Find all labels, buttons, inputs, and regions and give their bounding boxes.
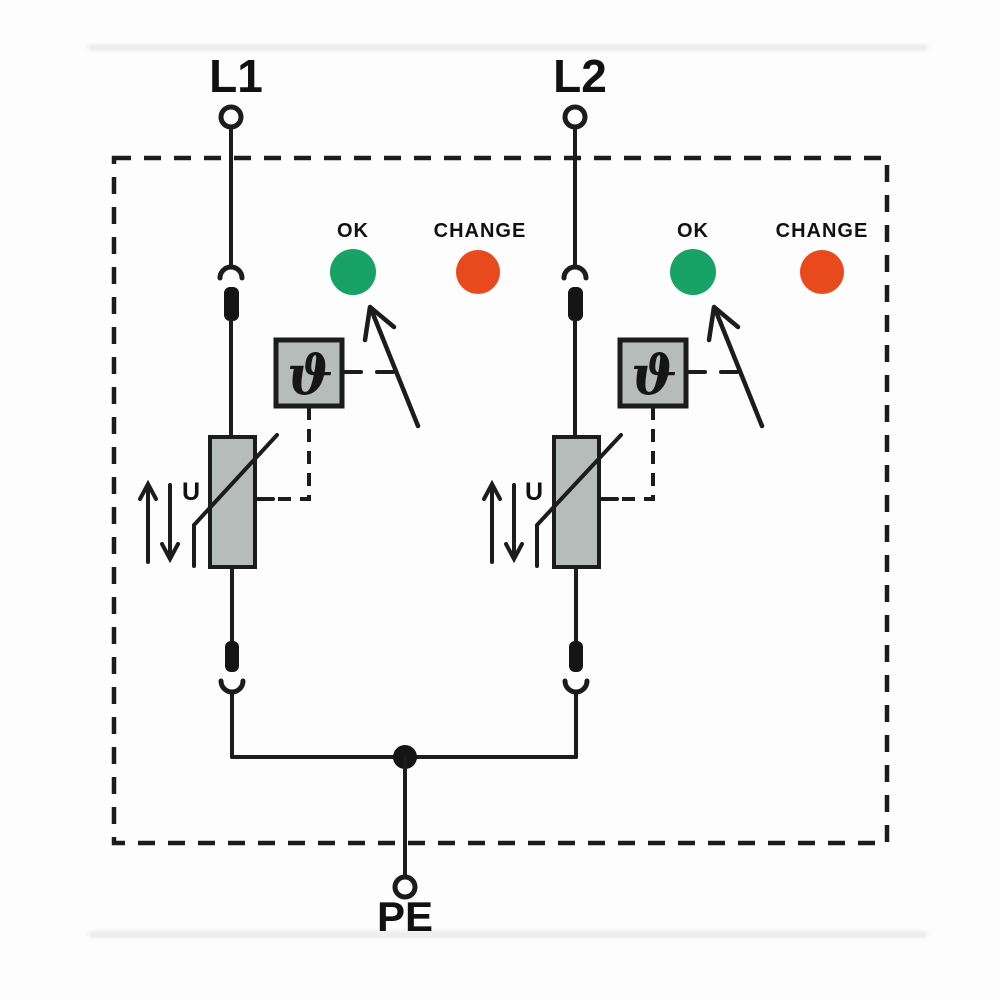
image-frame-edge-top: [88, 44, 928, 51]
terminal-pe-circle: [392, 874, 418, 900]
image-frame-edge-bottom: [88, 931, 928, 938]
varistor-diagonal-l1: [192, 433, 279, 568]
terminal-l1-circle: [218, 104, 244, 130]
thermal-to-varistor-dashed-link-l2: [618, 407, 655, 501]
ok-indicator-label-l2: OK: [677, 220, 709, 242]
thermal-symbol-l2: ϑ: [631, 343, 677, 407]
channel-l1: L1 U: [138, 50, 527, 759]
voltage-arrows-l1: U: [138, 478, 200, 564]
terminal-l1-label: L1: [209, 50, 263, 102]
disconnect-contact-top-l2: [568, 287, 583, 321]
change-indicator-lamp-l1: [456, 250, 500, 294]
channel-l2: L2 U ϑ: [482, 50, 869, 759]
ok-indicator-lamp-l1: [330, 249, 376, 295]
pointer-arrow-shaft-icon: [368, 306, 421, 429]
pointer-arrow-head-icon: [706, 304, 741, 343]
down-arrow-head-icon: [504, 542, 524, 564]
thermal-sensor-box-l2: [617, 337, 689, 409]
disconnect-arc-top-l2: [561, 264, 589, 281]
terminal-pe-label: PE: [377, 893, 433, 940]
disconnect-contact-bottom-l1: [225, 641, 239, 672]
disconnect-contact-bottom-l2: [569, 641, 583, 672]
voltage-label-l1: U: [182, 478, 200, 506]
ok-indicator-label-l1: OK: [337, 220, 369, 242]
disconnect-arc-top-l1: [217, 264, 245, 281]
up-arrow-head-icon: [482, 479, 502, 501]
pe-bus: PE: [230, 745, 578, 940]
thermal-symbol-l1: ϑ: [287, 343, 333, 407]
up-arrow-head-icon: [138, 479, 158, 501]
pointer-arrow-shaft-icon: [712, 306, 765, 429]
varistor-l2: [552, 435, 601, 569]
change-indicator-label-l2: CHANGE: [776, 220, 869, 242]
voltage-label-l2: U: [525, 478, 543, 506]
thermal-sensor-box-l1: [273, 337, 345, 409]
change-indicator-label-l1: CHANGE: [434, 220, 527, 242]
disconnect-contact-top-l1: [224, 287, 239, 321]
thermal-to-varistor-dashed-link-l1: [274, 407, 311, 501]
status-pointer-arrow-l1: [362, 304, 421, 429]
ok-indicator-lamp-l2: [670, 249, 716, 295]
status-pointer-arrow-l2: [706, 304, 765, 429]
device-enclosure-dashed-border: [111, 155, 890, 846]
terminal-l2-circle: [562, 104, 588, 130]
change-indicator-lamp-l2: [800, 250, 844, 294]
terminal-l2-label: L2: [553, 50, 607, 102]
varistor-diagonal-l2: [535, 433, 623, 568]
pointer-arrow-head-icon: [362, 304, 397, 343]
down-arrow-head-icon: [160, 542, 180, 564]
voltage-arrows-l2: U: [482, 478, 543, 564]
